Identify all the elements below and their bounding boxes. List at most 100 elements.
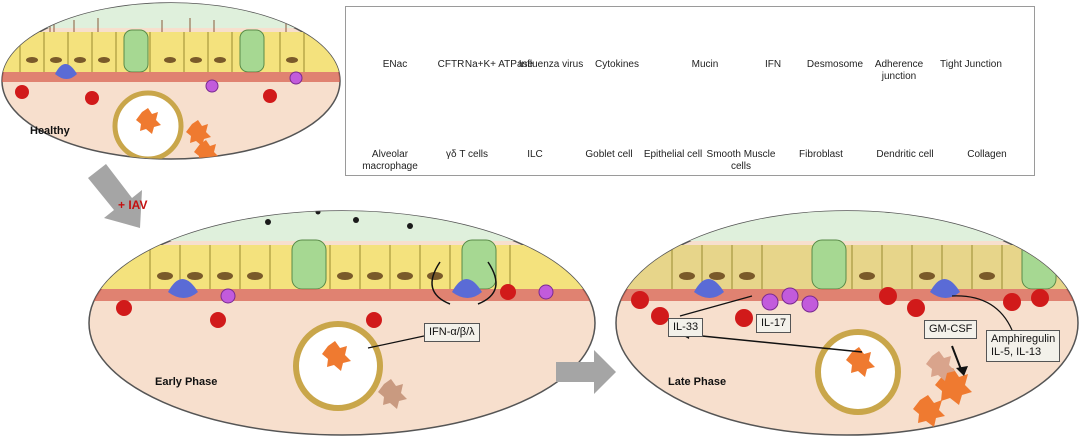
dendritic-cell xyxy=(168,279,198,298)
legend-item-dendritic-cell: Dendritic cell xyxy=(860,145,950,161)
alveolar-macrophage xyxy=(194,140,219,159)
legend-label: ILC xyxy=(527,149,543,160)
gd-t-cell xyxy=(205,79,219,93)
alveolar-macrophage xyxy=(186,120,211,146)
legend-item-gd-t-cells: γδ T cells xyxy=(422,145,512,161)
legend-item-atpase: Na+K+ ATPase xyxy=(464,55,534,71)
ifn-label: IFN-α/β/λ xyxy=(424,323,480,342)
dendritic-cell xyxy=(694,279,724,298)
alveolar-macrophage xyxy=(926,351,955,381)
ilc-cell xyxy=(907,299,925,317)
gd-t-cell xyxy=(781,287,799,305)
legend-item-mucin: Mucin xyxy=(660,55,750,71)
progression-arrow xyxy=(556,350,616,394)
gd-t-cell xyxy=(538,284,554,300)
legend-item-collagen: Collagen xyxy=(942,145,1032,161)
legend-item-tight-junction: Tight Junction xyxy=(936,55,1006,71)
alveolus xyxy=(815,329,901,415)
legend-item-smooth-muscle: Smooth Muscle cells xyxy=(706,145,776,173)
legend-label: Na+K+ ATPase xyxy=(464,59,534,70)
legend-label: IFN xyxy=(764,59,782,70)
ilc-cell xyxy=(263,89,277,103)
epithelial-layer xyxy=(89,245,595,289)
gd-t-cell xyxy=(761,293,779,311)
legend-label: Tight Junction xyxy=(940,59,1002,70)
legend-label: ENac xyxy=(382,59,408,70)
dendritic-cell xyxy=(930,279,960,298)
early-phase-label: Early Phase xyxy=(155,376,218,388)
amphiregulin-line1: Amphiregulin xyxy=(991,333,1056,345)
legend-label: Collagen xyxy=(967,149,1007,160)
gd-t-cell xyxy=(801,295,819,313)
legend-item-ilc: ILC xyxy=(490,145,580,161)
legend-item-cftr: CFTR xyxy=(406,55,496,71)
amphiregulin-label: Amphiregulin IL-5, IL-13 xyxy=(986,330,1061,362)
ilc-cell xyxy=(366,312,382,328)
legend-label: Mucin xyxy=(691,59,719,70)
ilc-cell xyxy=(879,287,897,305)
dendritic-cell xyxy=(452,279,482,298)
legend-label: Smooth Muscle cells xyxy=(706,149,776,172)
il33-label: IL-33 xyxy=(668,318,704,337)
goblet-cell xyxy=(1021,239,1057,290)
legend-label: Desmosome xyxy=(806,59,864,70)
amphiregulin-arrow xyxy=(951,295,1013,331)
ifn-source-arrow xyxy=(367,335,425,349)
il17-label: IL-17 xyxy=(756,314,792,333)
goblet-cell xyxy=(811,239,847,290)
legend-label: γδ T cells xyxy=(445,149,489,160)
progression-arrow xyxy=(88,164,142,228)
legend: ENac CFTR Na+K+ ATPase Influenza virus C… xyxy=(345,6,1035,176)
legend-label: Epithelial cell xyxy=(643,149,703,160)
il17-arrow xyxy=(679,295,753,317)
gd-t-cell xyxy=(220,288,236,304)
alveolar-macrophage xyxy=(322,341,351,371)
legend-item-influenza-virus: Influenza virus xyxy=(516,55,586,71)
goblet-cell xyxy=(123,29,149,73)
legend-label: CFTR xyxy=(437,59,465,70)
legend-item-enac: ENac xyxy=(350,55,440,71)
early-phase-panel xyxy=(88,210,596,436)
ilc-cell xyxy=(210,312,226,328)
gd-t-cell xyxy=(289,71,303,85)
ilc-cell xyxy=(116,300,132,316)
ilc-cell xyxy=(500,284,516,300)
legend-label: Cytokines xyxy=(595,59,639,70)
alveolar-macrophage xyxy=(136,108,161,134)
ilc-cell xyxy=(1003,293,1021,311)
amphiregulin-line2: IL-5, IL-13 xyxy=(991,346,1042,358)
legend-label: Adherence junction xyxy=(874,59,924,82)
epithelial-layer xyxy=(616,245,1078,289)
legend-item-epithelial-cell: Epithelial cell xyxy=(628,145,718,161)
legend-item-desmosome: Desmosome xyxy=(790,55,880,71)
alveolar-macrophage xyxy=(913,395,945,427)
gmcsf-label: GM-CSF xyxy=(924,320,978,339)
legend-label: Fibroblast xyxy=(799,149,843,160)
ifn-signal-arrow xyxy=(431,261,497,305)
dendritic-cell xyxy=(55,64,77,79)
alveolar-macrophage xyxy=(378,379,407,409)
epithelial-layer xyxy=(2,32,340,72)
il33-arrow xyxy=(681,333,863,353)
legend-item-cytokines: Cytokines xyxy=(572,55,662,71)
legend-item-alveolar-macrophage: Alveolar macrophage xyxy=(350,145,430,173)
ilc-cell xyxy=(651,307,669,325)
late-phase-panel xyxy=(615,210,1079,436)
healthy-lung-panel xyxy=(1,2,341,160)
legend-item-fibroblast: Fibroblast xyxy=(776,145,866,161)
ilc-cell xyxy=(15,85,29,99)
ilc-cell xyxy=(735,309,753,327)
iav-infection-label: + IAV xyxy=(118,198,148,212)
legend-item-adherence-junction: Adherence junction xyxy=(864,55,934,83)
ilc-cell xyxy=(631,291,649,309)
late-phase-label: Late Phase xyxy=(668,376,727,388)
legend-item-ifn: IFN xyxy=(728,55,818,71)
legend-label: Influenza virus xyxy=(518,59,584,70)
legend-label: Alveolar macrophage xyxy=(362,149,418,172)
legend-item-goblet-cell: Goblet cell xyxy=(564,145,654,161)
healthy-stage-label: Healthy xyxy=(30,125,70,137)
alveolar-macrophage xyxy=(846,347,875,377)
goblet-cell xyxy=(239,29,265,73)
legend-label: Goblet cell xyxy=(585,149,633,160)
ilc-cell xyxy=(1031,289,1049,307)
